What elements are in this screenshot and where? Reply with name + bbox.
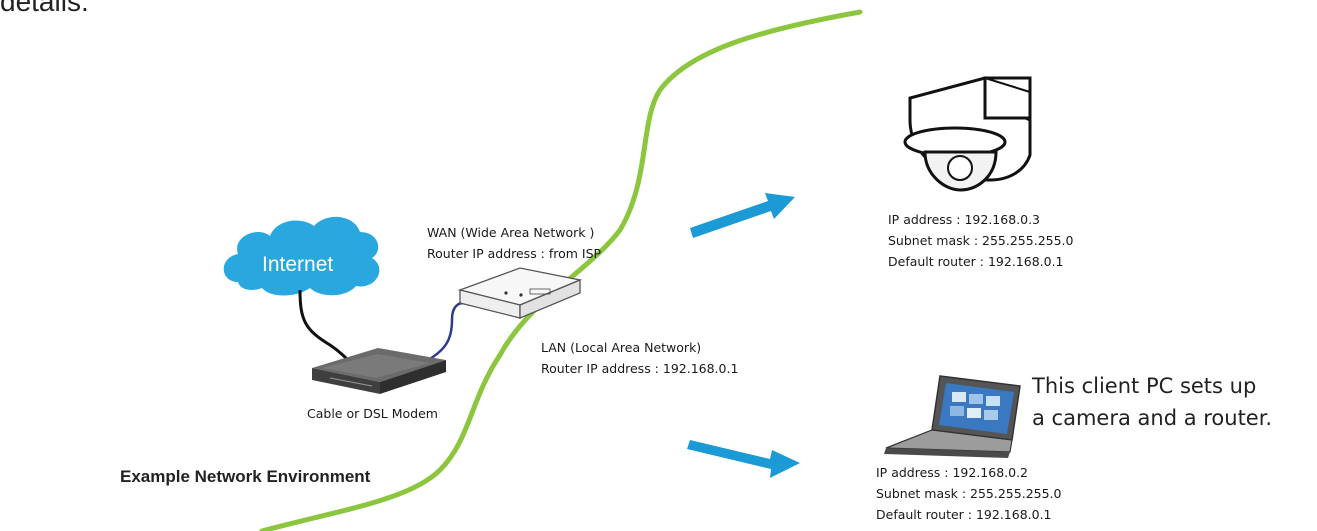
wan-label-line-1: WAN (Wide Area Network ): [427, 225, 595, 240]
modem-icon: [312, 348, 446, 394]
router-icon: [457, 267, 583, 319]
pc-ip-info: IP address : 192.168.0.2 Subnet mask : 2…: [876, 462, 1061, 525]
camera-ip-info: IP address : 192.168.0.3 Subnet mask : 2…: [888, 209, 1073, 272]
arrow-to-pc: [687, 440, 800, 478]
pc-ip-address: IP address : 192.168.0.2: [876, 465, 1029, 480]
wan-label: WAN (Wide Area Network ) Router IP addre…: [427, 222, 601, 264]
internet-cloud-icon: [223, 216, 380, 296]
lan-label-line-2: Router IP address : 192.168.0.1: [541, 361, 739, 376]
header-fragment-text: details.: [0, 0, 89, 17]
diagram-caption: Example Network Environment: [120, 467, 371, 486]
pc-subnet-mask: Subnet mask : 255.255.255.0: [876, 486, 1062, 501]
pc-setup-note: This client PC sets up a camera and a ro…: [1032, 370, 1272, 434]
camera-default-router: Default router : 192.168.0.1: [888, 254, 1064, 269]
modem-router-cable: [427, 301, 471, 362]
camera-subnet-mask: Subnet mask : 255.255.255.0: [888, 233, 1074, 248]
laptop-icon: [884, 375, 1021, 458]
camera-ip-address: IP address : 192.168.0.3: [888, 212, 1041, 227]
pc-setup-note-line-1: This client PC sets up: [1032, 374, 1257, 398]
pc-default-router: Default router : 192.168.0.1: [876, 507, 1052, 522]
pc-setup-note-line-2: a camera and a router.: [1032, 406, 1273, 430]
modem-label: Cable or DSL Modem: [307, 406, 438, 421]
dome-camera-icon: [903, 76, 1032, 192]
arrow-to-camera: [690, 193, 795, 238]
wan-label-line-2: Router IP address : from ISP: [427, 246, 602, 261]
internet-label: Internet: [262, 253, 334, 276]
lan-label: LAN (Local Area Network) Router IP addre…: [541, 337, 738, 379]
lan-label-line-1: LAN (Local Area Network): [541, 340, 702, 355]
